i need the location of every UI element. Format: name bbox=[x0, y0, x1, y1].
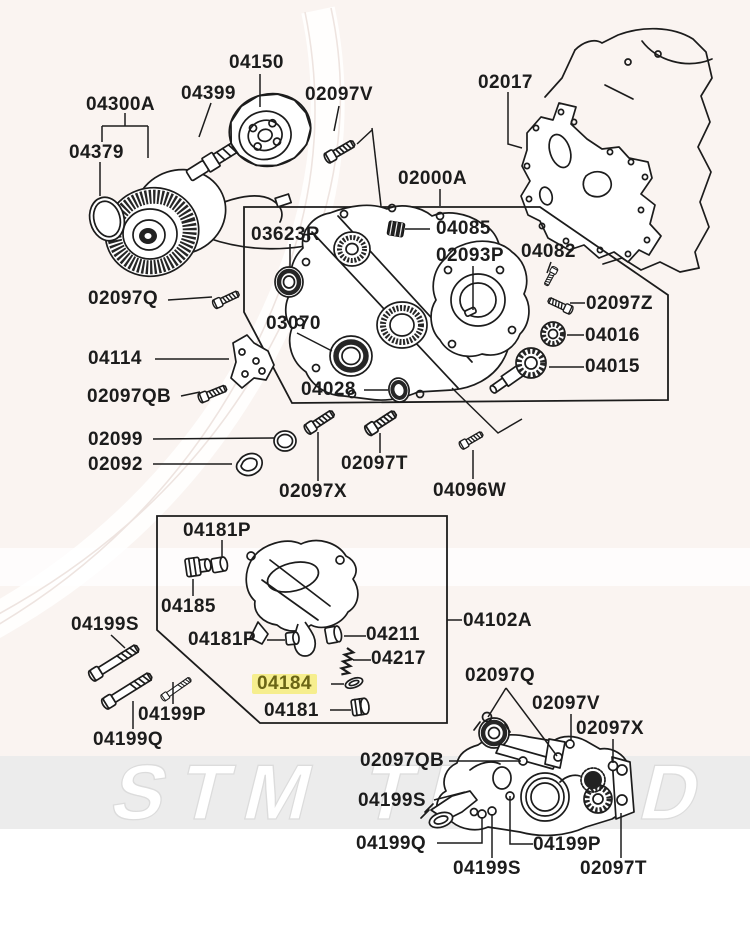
part-label-02099: 02099 bbox=[88, 429, 143, 450]
part-label-04199s-bottom2: 04199S bbox=[453, 858, 521, 879]
part-label-04399: 04399 bbox=[181, 83, 236, 104]
part-label-04184-highlighted: 04184 bbox=[252, 674, 317, 694]
part-label-04211: 04211 bbox=[366, 624, 420, 645]
bushing-04181p-top-drawing bbox=[210, 556, 229, 574]
part-label-04185: 04185 bbox=[161, 596, 216, 617]
part-label-04016: 04016 bbox=[585, 325, 640, 346]
part-label-02092: 02092 bbox=[88, 454, 143, 475]
part-label-02093p: 02093P bbox=[436, 245, 504, 266]
assembly-box-04102A bbox=[156, 515, 448, 724]
part-label-04150: 04150 bbox=[229, 52, 284, 73]
part-label-04015: 04015 bbox=[585, 356, 640, 377]
part-label-02097x-bottom: 02097X bbox=[576, 718, 644, 739]
watermark-brand: STM bbox=[104, 748, 338, 836]
gasket-02092-drawing bbox=[235, 452, 263, 477]
part-label-04217: 04217 bbox=[371, 648, 426, 669]
part-label-04300a: 04300A bbox=[86, 94, 155, 115]
oil-cooler-drawing bbox=[104, 168, 370, 278]
part-label-03623r: 03623R bbox=[251, 224, 320, 245]
plug-04181-drawing bbox=[350, 697, 370, 717]
part-label-04181p-top: 04181P bbox=[183, 520, 251, 541]
timing-cover-gasket-drawing bbox=[520, 102, 662, 263]
plug-04085-drawing bbox=[386, 220, 406, 238]
leader-lines bbox=[99, 74, 622, 858]
part-label-04379: 04379 bbox=[69, 142, 124, 163]
seal-03070-drawing bbox=[329, 335, 373, 377]
part-label-04199q-bottom: 04199Q bbox=[356, 833, 427, 854]
part-label-02097qb-bottom: 02097QB bbox=[360, 750, 445, 771]
gear-shaft-04015-drawing bbox=[489, 347, 547, 394]
part-label-02097q-bottom: 02097Q bbox=[465, 665, 536, 686]
engine-block-outline bbox=[544, 27, 713, 273]
part-label-03070: 03070 bbox=[266, 313, 321, 334]
plug-04211-drawing bbox=[324, 625, 343, 645]
plug-04185-drawing bbox=[184, 556, 212, 578]
oil-filter-drawing bbox=[228, 92, 312, 168]
part-label-02000a: 02000A bbox=[398, 168, 467, 189]
part-label-04199s-left: 04199S bbox=[71, 614, 139, 635]
oil-cooler-oring-drawing bbox=[88, 196, 126, 242]
seal-04028-drawing bbox=[388, 377, 410, 403]
part-label-02097t-top: 02097T bbox=[341, 453, 408, 474]
part-label-02097v-bottom: 02097V bbox=[532, 693, 600, 714]
gasket-04184-drawing bbox=[344, 676, 364, 690]
part-label-02097qb-top: 02097QB bbox=[87, 386, 172, 407]
part-label-04114: 04114 bbox=[88, 348, 142, 369]
part-label-04028: 04028 bbox=[301, 379, 356, 400]
seal-03623r-drawing bbox=[274, 266, 304, 298]
part-label-02097v-top: 02097V bbox=[305, 84, 373, 105]
part-label-02097z: 02097Z bbox=[586, 293, 653, 314]
rear-case-drawing bbox=[420, 711, 635, 837]
front-case-drawing bbox=[284, 203, 530, 401]
oil-pump-case-drawing bbox=[245, 539, 359, 657]
part-label-02097x-top: 02097X bbox=[279, 481, 347, 502]
part-label-04102a: 04102A bbox=[463, 610, 532, 631]
part-label-02097q-top: 02097Q bbox=[88, 288, 159, 309]
part-label-04082: 04082 bbox=[521, 241, 576, 262]
part-label-04199s-bottom1: 04199S bbox=[358, 790, 426, 811]
part-label-02017: 02017 bbox=[478, 72, 533, 93]
part-label-04199p-bottom: 04199P bbox=[533, 834, 601, 855]
assembly-box-02000A bbox=[243, 206, 669, 404]
spring-04217-drawing bbox=[338, 647, 356, 676]
gear-04016-drawing bbox=[540, 321, 566, 347]
part-label-02097t-bottom: 02097T bbox=[580, 858, 647, 879]
part-label-04085: 04085 bbox=[436, 218, 491, 239]
part-label-04096w: 04096W bbox=[433, 480, 507, 501]
bushing-04181p-lower-drawing bbox=[284, 631, 300, 646]
oring-02099-drawing bbox=[273, 430, 297, 452]
part-label-04199q-left: 04199Q bbox=[93, 729, 164, 750]
plate-04114-drawing bbox=[230, 334, 275, 389]
part-label-04181p-lower: 04181P bbox=[188, 629, 256, 650]
part-label-04199p-left: 04199P bbox=[138, 704, 206, 725]
part-label-04181: 04181 bbox=[264, 700, 319, 721]
